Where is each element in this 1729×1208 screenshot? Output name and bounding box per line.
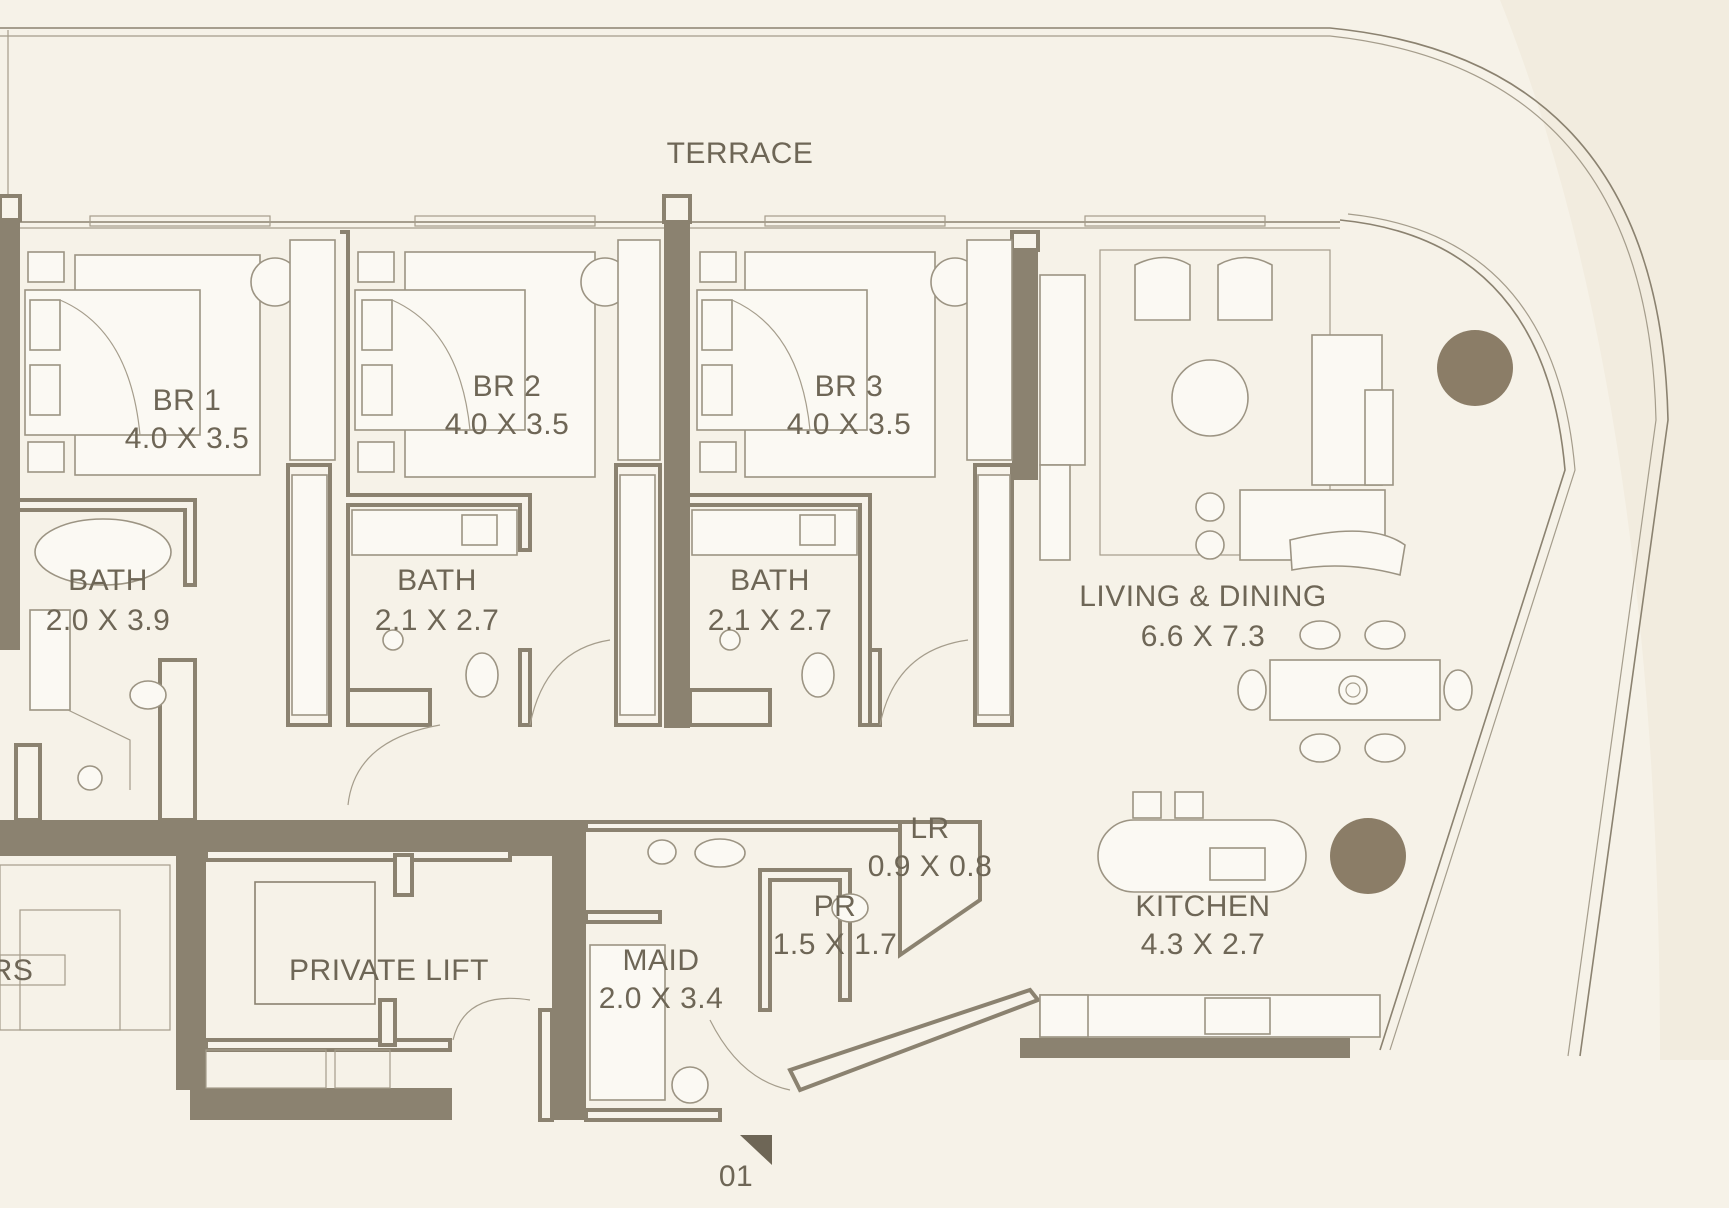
columns bbox=[1330, 330, 1513, 894]
column-upper bbox=[1437, 330, 1513, 406]
terrace-boundary bbox=[0, 27, 1669, 1057]
kitchen-name: KITCHEN bbox=[1135, 890, 1270, 923]
bed-br1 bbox=[24, 251, 261, 476]
lr-name: LR bbox=[910, 812, 949, 845]
br1-size: 4.0 X 3.5 bbox=[125, 422, 250, 455]
br3-size: 4.0 X 3.5 bbox=[787, 408, 912, 441]
living-size: 6.6 X 7.3 bbox=[1141, 620, 1266, 653]
walls bbox=[0, 194, 1350, 1120]
lift-name: PRIVATE LIFT bbox=[289, 954, 489, 987]
stairs-label: RS bbox=[0, 954, 33, 987]
entry-arrow-icon bbox=[740, 1135, 772, 1165]
maid-size: 2.0 X 3.4 bbox=[599, 982, 724, 1015]
wardrobes bbox=[289, 239, 1086, 716]
lift-core bbox=[0, 864, 391, 1089]
pr-name: PR bbox=[814, 890, 857, 923]
stairs bbox=[0, 954, 66, 986]
bath3-size: 2.1 X 2.7 bbox=[708, 604, 833, 637]
terrace-label: TERRACE bbox=[667, 137, 814, 170]
exterior-area bbox=[1500, 0, 1729, 1060]
bed-br2 bbox=[354, 251, 596, 478]
labels: TERRACE BR 1 4.0 X 3.5 BR 2 4.0 X 3.5 BR… bbox=[0, 137, 1327, 1193]
lr-size: 0.9 X 0.8 bbox=[868, 850, 993, 883]
bed-br3 bbox=[696, 251, 936, 478]
bath1-size: 2.0 X 3.9 bbox=[46, 604, 171, 637]
door-swings bbox=[67, 639, 969, 1091]
pr-size: 1.5 X 1.7 bbox=[773, 928, 898, 961]
bath3-name: BATH bbox=[730, 564, 810, 597]
br2-size: 4.0 X 3.5 bbox=[445, 408, 570, 441]
br3-name: BR 3 bbox=[815, 370, 884, 403]
entry-marker: 01 bbox=[719, 1160, 753, 1193]
bath-fixtures bbox=[29, 509, 869, 1104]
bath1-name: BATH bbox=[68, 564, 148, 597]
living-name: LIVING & DINING bbox=[1079, 580, 1327, 613]
kitchen-furniture bbox=[1039, 791, 1381, 1038]
kitchen-size: 4.3 X 2.7 bbox=[1141, 928, 1266, 961]
br2-name: BR 2 bbox=[473, 370, 542, 403]
bath2-size: 2.1 X 2.7 bbox=[375, 604, 500, 637]
column-lower bbox=[1330, 818, 1406, 894]
living-furniture bbox=[1099, 249, 1473, 763]
bath2-name: BATH bbox=[397, 564, 477, 597]
maid-name: MAID bbox=[623, 944, 700, 977]
br1-name: BR 1 bbox=[153, 384, 222, 417]
